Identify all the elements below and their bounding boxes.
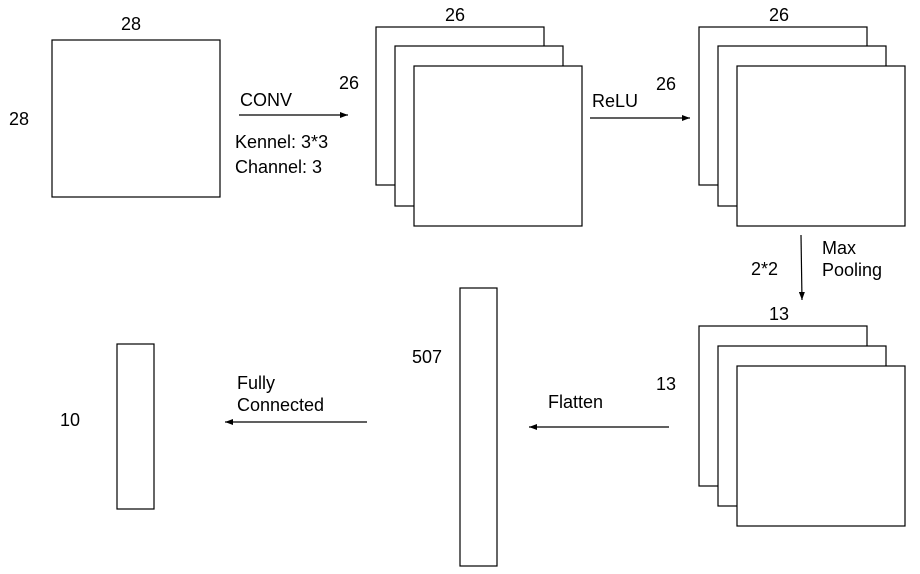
- pool-output-width-label: 13: [768, 304, 790, 324]
- conv-channel-label: Channel: 3: [235, 157, 323, 177]
- conv-output-map-3: [413, 65, 583, 227]
- pool-output-stack: [698, 325, 906, 527]
- conv-kernel-label: Kennel: 3*3: [235, 132, 329, 152]
- fully-connected-label-line1: Fully: [237, 373, 276, 393]
- input-height-label: 28: [9, 109, 30, 129]
- pooling-label-line1: Max: [822, 238, 857, 258]
- output-vector: [116, 343, 155, 510]
- relu-output-width-label: 26: [768, 5, 790, 25]
- flatten-vector: [459, 287, 498, 567]
- pooling-label-line2: Pooling: [822, 260, 883, 280]
- input-width-label: 28: [120, 14, 142, 34]
- conv-output-stack: [375, 26, 583, 227]
- relu-output-stack: [698, 26, 906, 227]
- output-size-label: 10: [60, 410, 81, 430]
- pooling-arrow: [798, 234, 805, 301]
- pooling-label: Max Pooling: [822, 237, 882, 281]
- relu-output-height-label: 26: [656, 74, 677, 94]
- flatten-label: Flatten: [548, 392, 604, 412]
- relu-label: ReLU: [592, 91, 639, 111]
- input-feature-map: [51, 39, 221, 198]
- conv-label: CONV: [240, 90, 293, 110]
- pool-output-height-label: 13: [656, 374, 677, 394]
- conv-output-width-label: 26: [444, 5, 466, 25]
- pooling-size-label: 2*2: [751, 259, 779, 279]
- flatten-output-size-label: 507: [412, 347, 443, 367]
- fully-connected-label-line2: Connected: [237, 395, 325, 415]
- fully-connected-label: Fully Connected: [237, 372, 324, 416]
- relu-output-map-3: [736, 65, 906, 227]
- pool-output-map-3: [736, 365, 906, 527]
- conv-output-height-label: 26: [339, 73, 360, 93]
